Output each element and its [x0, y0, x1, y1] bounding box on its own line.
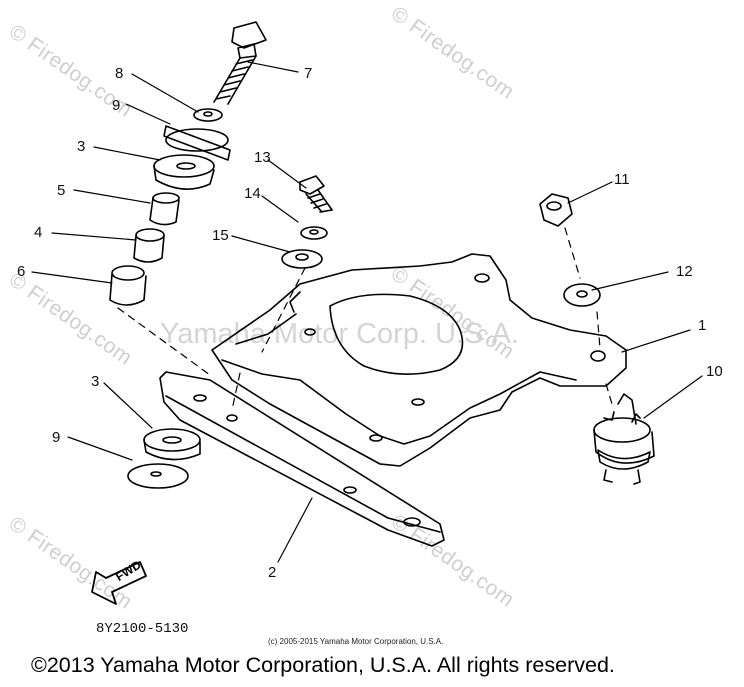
washer-12	[563, 283, 601, 307]
collar-5	[149, 192, 180, 226]
cushion-3-bottom	[143, 428, 201, 461]
callout-11: 11	[614, 171, 630, 188]
rail-2	[159, 371, 445, 547]
callout-13: 13	[254, 149, 271, 166]
footer-copyright: ©2013 Yamaha Motor Corporation, U.S.A. A…	[31, 653, 615, 677]
fwd-arrow	[91, 561, 147, 605]
callout-9-bottom: 9	[52, 429, 61, 446]
callout-2: 2	[268, 564, 277, 581]
washer-9-bottom	[127, 463, 189, 489]
part-code: 8Y2100-5130	[96, 621, 189, 637]
callout-7: 7	[304, 65, 313, 82]
callout-15: 15	[212, 227, 229, 244]
bolt-13	[299, 175, 333, 213]
damper-10	[593, 393, 655, 485]
cushion-3-top	[153, 154, 215, 190]
spacer-6	[109, 265, 147, 306]
callout-4: 4	[34, 224, 43, 241]
callout-3-bottom: 3	[91, 373, 100, 390]
collar-4	[133, 228, 165, 263]
nut-11	[539, 193, 573, 227]
callout-6: 6	[17, 263, 26, 280]
callout-9-top: 9	[112, 97, 121, 114]
washer-15	[281, 249, 323, 269]
bolt-7	[213, 21, 267, 105]
leader-lines	[31, 61, 703, 563]
callout-8: 8	[115, 65, 124, 82]
alignment-lines	[117, 227, 613, 411]
washer-9-top	[163, 125, 231, 161]
small-copyright: (c) 2005-2015 Yamaha Motor Corporation, …	[268, 637, 444, 646]
callout-12: 12	[676, 263, 693, 280]
washer-14	[300, 226, 328, 240]
callout-5: 5	[57, 182, 66, 199]
callout-3-top: 3	[77, 138, 86, 155]
callout-1: 1	[698, 317, 707, 334]
washer-8	[193, 108, 223, 122]
callout-10: 10	[706, 363, 723, 380]
callout-14: 14	[244, 185, 261, 202]
bracket-plate-1	[211, 253, 627, 467]
